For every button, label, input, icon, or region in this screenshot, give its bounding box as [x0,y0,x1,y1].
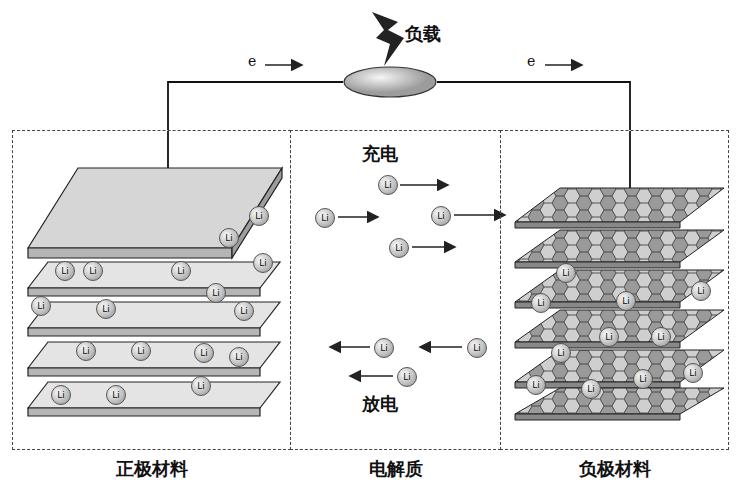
ion-symbol: Li [177,267,185,276]
lithium-ion: Li [191,376,211,396]
ion-symbol: Li [395,244,403,253]
lithium-ion: Li [526,375,546,395]
ion-symbol: Li [689,369,697,378]
ion-symbol: Li [605,333,613,342]
ion-symbol: Li [697,287,705,296]
ion-symbol: Li [57,391,65,400]
electron-label: e [527,53,535,69]
ion-symbol: Li [639,375,647,384]
lithium-ion: Li [581,379,601,399]
ion-symbol: Li [61,267,69,276]
lithium-ion: Li [31,296,51,316]
lithium-ion: Li [691,281,711,301]
lithium-ion: Li [467,338,487,358]
lithium-ion: Li [315,208,335,228]
lithium-ion: Li [389,238,409,258]
ion-symbol: Li [562,269,570,278]
ion-symbol: Li [403,373,411,382]
ion-symbol: Li [235,353,243,362]
lightning-bolt [372,12,404,66]
wire [437,82,630,130]
lithium-ion: Li [106,385,126,405]
lithium-ion: Li [229,347,249,367]
lithium-ion: Li [616,291,636,311]
load-shape [343,66,437,98]
wire [168,82,343,130]
lithium-ion: Li [599,327,619,347]
lithium-ion: Li [51,385,71,405]
region-label: 正极材料 [13,457,290,481]
lithium-ion: Li [683,363,703,383]
lithium-ion: Li [249,206,269,226]
ion-symbol: Li [622,297,630,306]
lithium-ion: Li [633,369,653,389]
ion-symbol: Li [112,391,120,400]
ion-symbol: Li [197,382,205,391]
lithium-ion: Li [171,261,191,281]
ion-symbol: Li [102,305,110,314]
ion-symbol: Li [473,344,481,353]
lithium-ion: Li [556,263,576,283]
ion-symbol: Li [137,347,145,356]
electrode-region: 正极材料LiLiLiLiLiLiLiLiLiLiLiLiLiLiLiLiLi [12,130,291,450]
ion-symbol: Li [321,214,329,223]
ion-symbol: Li [657,333,665,342]
lithium-ion: Li [96,299,116,319]
ion-symbol: Li [437,212,445,221]
cathode-plates [28,168,282,416]
region-label: 电解质 [291,457,500,481]
ion-symbol: Li [537,299,545,308]
ion-symbol: Li [225,234,233,243]
ion-symbol: Li [557,349,565,358]
lithium-ion: Li [651,327,671,347]
lithium-ion: Li [531,293,551,313]
process-label: 充电 [362,142,398,166]
lithium-ion: Li [76,341,96,361]
ion-symbol: Li [212,289,220,298]
ion-symbol: Li [384,181,392,190]
ion-symbol: Li [89,267,97,276]
ion-symbol: Li [380,344,388,353]
lithium-ion: Li [431,206,451,226]
process-label: 放电 [362,392,398,416]
ion-arrows [330,185,505,376]
lithium-ion: Li [551,343,571,363]
electron-label: e [248,53,256,69]
region-label: 负极材料 [501,457,728,481]
ion-symbol: Li [255,212,263,221]
lithium-ion: Li [55,261,75,281]
lithium-ion: Li [378,175,398,195]
lithium-ion: Li [219,228,239,248]
load-ellipse: 负载 [343,66,437,98]
lithium-ion: Li [253,253,273,273]
ion-symbol: Li [532,381,540,390]
lithium-ion: Li [397,367,417,387]
ion-symbol: Li [259,259,267,268]
lithium-ion: Li [83,261,103,281]
ion-symbol: Li [82,347,90,356]
ion-symbol: Li [37,302,45,311]
electrode-region: 负极材料LiLiLiLiLiLiLiLiLiLiLi [500,130,729,450]
lithium-ion: Li [194,343,214,363]
ion-symbol: Li [240,307,248,316]
lithium-ion: Li [131,341,151,361]
graphite-layers [515,188,724,420]
lithium-ion: Li [206,283,226,303]
ion-symbol: Li [587,385,595,394]
lithium-ion: Li [374,338,394,358]
load-label: 负载 [405,22,441,46]
lithium-ion: Li [234,301,254,321]
ion-symbol: Li [200,349,208,358]
